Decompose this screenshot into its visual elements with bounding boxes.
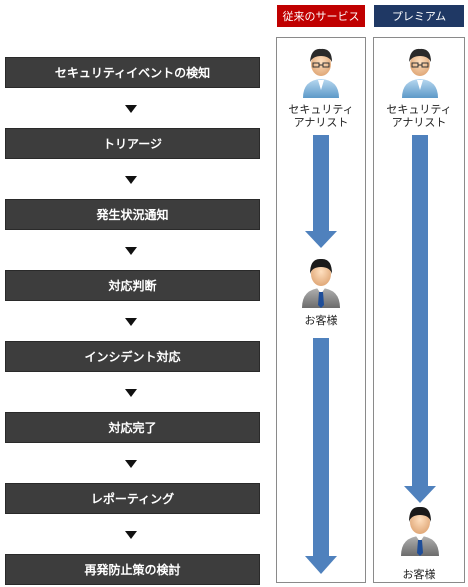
arrow-conventional-2 xyxy=(305,338,337,574)
header-conventional-service: 従来のサービス xyxy=(277,5,365,27)
label-analyst-premium: セキュリティ アナリスト xyxy=(374,103,464,129)
label-line: セキュリティ xyxy=(288,103,354,116)
label-customer-premium: お客様 xyxy=(402,568,436,581)
arrow-premium xyxy=(404,135,436,503)
step-completion: 対応完了 xyxy=(5,412,260,443)
flow-arrow-1 xyxy=(125,105,137,113)
flow-arrow-2 xyxy=(125,176,137,184)
flow-arrow-7 xyxy=(125,531,137,539)
label-line: アナリスト xyxy=(293,116,349,129)
flow-arrow-3 xyxy=(125,247,137,255)
label-line: アナリスト xyxy=(391,116,447,129)
flow-arrow-6 xyxy=(125,460,137,468)
arrow-conventional-1 xyxy=(305,135,337,248)
step-detection: セキュリティイベントの検知 xyxy=(5,57,260,88)
flow-arrow-4 xyxy=(125,318,137,326)
step-triage: トリアージ xyxy=(5,128,260,159)
step-prevention: 再発防止策の検討 xyxy=(5,554,260,585)
step-incident-response: インシデント対応 xyxy=(5,341,260,372)
analyst-icon-conventional xyxy=(303,48,339,98)
analyst-icon-premium xyxy=(402,48,438,98)
step-decision: 対応判断 xyxy=(5,270,260,301)
step-notification: 発生状況通知 xyxy=(5,199,260,230)
header-premium: プレミアム xyxy=(374,5,464,27)
customer-icon-conventional xyxy=(302,258,340,308)
label-analyst-conventional: セキュリティ アナリスト xyxy=(276,103,366,129)
label-customer-conventional: お客様 xyxy=(304,314,338,327)
customer-icon-premium xyxy=(401,506,439,556)
flow-arrow-5 xyxy=(125,389,137,397)
step-reporting: レポーティング xyxy=(5,483,260,514)
label-line: セキュリティ xyxy=(386,103,452,116)
